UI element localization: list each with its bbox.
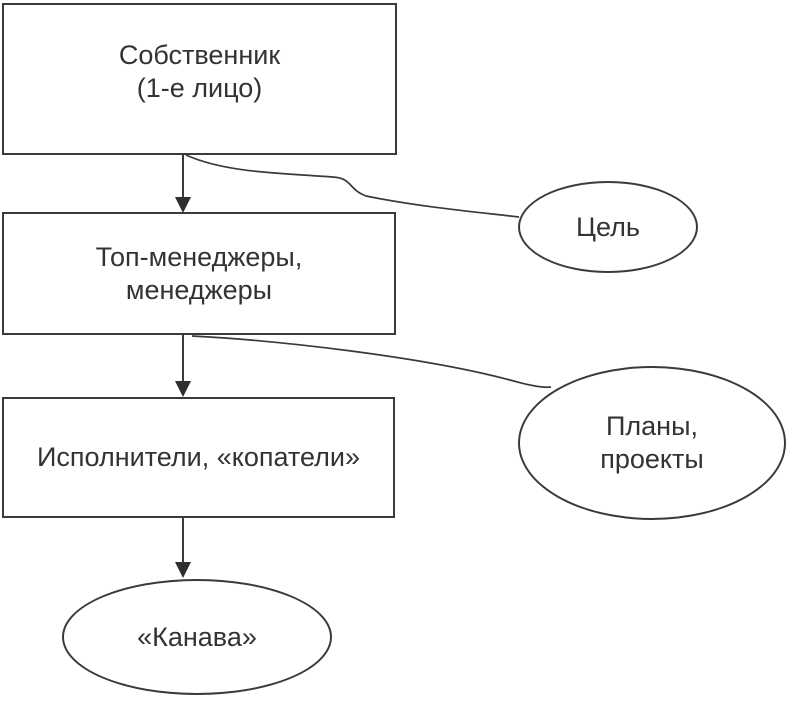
node-executors: Исполнители, «копатели» [2,397,395,518]
node-plans-label: Планы, проекты [600,411,704,474]
curve-managers-to-plans [191,335,552,389]
node-goal: Цель [518,181,698,273]
node-goal-label: Цель [576,211,640,242]
node-owner-label: Собственник (1-е лицо) [118,40,281,103]
node-owner: Собственник (1-е лицо) [2,3,397,155]
node-managers: Топ-менеджеры, менеджеры [2,212,396,335]
node-plans: Планы, проекты [518,366,786,520]
arrowhead-executors-to-ditch-icon [175,562,191,578]
arrowhead-managers-to-executors-icon [175,381,191,397]
arrowhead-owner-to-managers-icon [175,197,191,213]
curve-owner-to-goal [185,154,520,218]
node-ditch-label: «Канава» [137,621,257,652]
node-managers-label: Топ-менеджеры, менеджеры [95,241,303,305]
node-executors-label: Исполнители, «копатели» [37,442,360,472]
node-ditch: «Канава» [62,579,332,695]
